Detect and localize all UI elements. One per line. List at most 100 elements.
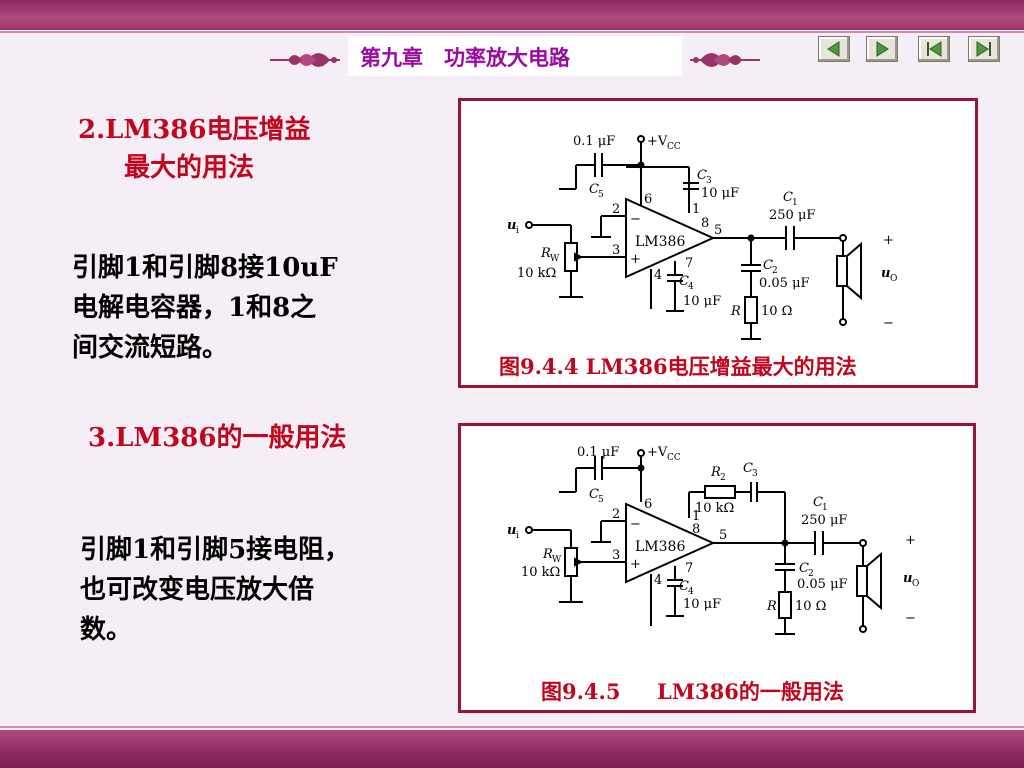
fig1-c1: C xyxy=(783,190,793,205)
fig2-r: R xyxy=(766,599,777,614)
fig2-r2-value: 10 kΩ xyxy=(695,501,734,516)
figure1-caption: 图9.4.4 LM386电压增益最大的用法 xyxy=(499,354,857,379)
fig1-plus: + xyxy=(630,252,641,267)
fig1-pin1: 1 xyxy=(692,202,700,217)
fig1-chip-label: LM386 xyxy=(635,234,685,250)
last-slide-button[interactable] xyxy=(968,36,1000,62)
header-title-box xyxy=(348,36,682,76)
fig1-c4-value: 10 μF xyxy=(683,294,721,309)
fig1-uo: u xyxy=(881,266,890,281)
fig1-out-minus: − xyxy=(883,316,894,331)
fig2-rw-value: 10 kΩ xyxy=(521,565,560,580)
fig2-c2: C xyxy=(799,561,809,576)
first-slide-button[interactable] xyxy=(918,36,950,62)
fig2-pin1: 1 xyxy=(692,509,700,524)
fig2-pin8: 8 xyxy=(692,522,700,537)
fig2-c5-sub: 5 xyxy=(598,495,604,505)
top-divider xyxy=(0,31,1024,33)
fig2-rw-sub: W xyxy=(552,555,562,565)
section1-body-line2: 电解电容器，1和8之 xyxy=(72,293,317,323)
fig1-c3: C xyxy=(697,168,707,183)
skip-to-end-icon xyxy=(976,41,991,57)
fig2-c5-value: 0.1 μF xyxy=(577,445,619,460)
fig1-rw-value: 10 kΩ xyxy=(517,266,556,281)
fig2-pin6: 6 xyxy=(644,497,652,512)
fig2-r2: R xyxy=(710,465,721,480)
fig1-pin3: 3 xyxy=(612,243,620,258)
section2-body-line1: 引脚1和引脚5接电阻， xyxy=(80,535,351,565)
fig1-pin7: 7 xyxy=(685,256,693,271)
figure1-frame: 0.1 μF +V CC C 5 C 3 10 μF C 1 250 μF u … xyxy=(458,98,978,388)
fig2-out-plus: + xyxy=(905,533,916,548)
fig1-c4: C xyxy=(679,274,689,289)
fig2-rw: R xyxy=(542,547,553,562)
fig1-uo-sub: O xyxy=(890,274,897,284)
fig1-pin8: 8 xyxy=(701,216,709,231)
fig1-r: R xyxy=(730,304,741,319)
section2-body-line2: 也可改变电压放大倍 xyxy=(80,575,315,605)
fig1-pin5: 5 xyxy=(714,223,722,238)
figure1-circuit-diagram: 0.1 μF +V CC C 5 C 3 10 μF C 1 250 μF u … xyxy=(507,134,897,340)
fig1-c2-value: 0.05 μF xyxy=(759,276,810,291)
next-slide-button[interactable] xyxy=(866,36,898,62)
fig1-c3-value: 10 μF xyxy=(701,186,739,201)
section1-body-line1: 引脚1和引脚8接10uF xyxy=(72,253,338,283)
fig2-vcc-sub: CC xyxy=(667,453,681,463)
fig1-rw: R xyxy=(540,246,551,261)
fig2-pin5: 5 xyxy=(719,528,727,543)
fig2-c3: C xyxy=(743,461,753,476)
fig1-c5-sub: 5 xyxy=(598,190,604,200)
fig1-vcc-sub: CC xyxy=(667,142,681,152)
fig2-c4-sub: 4 xyxy=(688,587,694,597)
fig2-pin7: 7 xyxy=(685,561,693,576)
fig1-minus: − xyxy=(630,212,641,227)
fig1-rw-sub: W xyxy=(550,254,560,264)
fig2-plus: + xyxy=(630,557,641,572)
fig2-uo: u xyxy=(903,571,912,586)
prev-slide-button[interactable] xyxy=(818,36,850,62)
skip-to-start-icon xyxy=(927,41,942,57)
fig1-vcc: +V xyxy=(647,134,668,149)
top-bar xyxy=(0,0,1024,30)
fig2-vcc: +V xyxy=(647,445,668,460)
fig1-pin2: 2 xyxy=(612,202,620,217)
fig2-c2-sub: 2 xyxy=(808,569,814,579)
figure2-frame: 0.1 μF +V CC C 5 R 2 10 kΩ C 3 C 1 250 μ… xyxy=(458,423,976,713)
fig1-pin6: 6 xyxy=(644,192,652,207)
fig1-pin4: 4 xyxy=(654,268,662,283)
fig2-out-minus: − xyxy=(905,611,916,626)
fig2-ui: u xyxy=(507,523,516,538)
fig1-c2: C xyxy=(763,258,773,273)
bottom-bar xyxy=(0,730,1024,768)
fig1-ui-sub: i xyxy=(516,226,519,236)
fig2-r-value: 10 Ω xyxy=(795,599,826,614)
fig1-c5-value: 0.1 μF xyxy=(573,134,615,149)
chapter-title: 第九章 功率放大电路 xyxy=(360,46,570,70)
figure2-caption: 图9.4.5 LM386的一般用法 xyxy=(541,679,844,704)
section2-body-line3: 数。 xyxy=(80,615,133,645)
fig2-r2-sub: 2 xyxy=(720,473,726,483)
fig1-c1-sub: 1 xyxy=(792,198,798,208)
section1-heading-line1: 2.LM386电压增益 xyxy=(78,115,311,145)
right-ornament-icon xyxy=(690,53,760,67)
section2-heading: 3.LM386的一般用法 xyxy=(88,423,347,453)
fig2-c1-sub: 1 xyxy=(822,503,828,513)
bottom-divider xyxy=(0,726,1024,728)
fig1-ui: u xyxy=(507,218,516,233)
section2-body: 引脚1和引脚5接电阻， 也可改变电压放大倍 数。 xyxy=(80,530,350,650)
fig1-out-plus: + xyxy=(883,233,894,248)
section1-body: 引脚1和引脚8接10uF 电解电容器，1和8之 间交流短路。 xyxy=(72,248,338,368)
fig2-uo-sub: O xyxy=(912,579,919,589)
fig1-c1-value: 250 μF xyxy=(769,208,815,223)
fig1-c4-sub: 4 xyxy=(688,282,694,292)
section1-body-line3: 间交流短路。 xyxy=(72,333,229,363)
fig2-c4-value: 10 μF xyxy=(683,597,721,612)
fig1-c2-sub: 2 xyxy=(772,266,778,276)
fig2-c2-value: 0.05 μF xyxy=(797,577,848,592)
fig1-c5: C xyxy=(589,182,599,197)
right-triangle-icon xyxy=(876,41,889,57)
figure2-circuit-diagram: 0.1 μF +V CC C 5 R 2 10 kΩ C 3 C 1 250 μ… xyxy=(507,445,919,635)
fig2-minus: − xyxy=(630,517,641,532)
fig2-ui-sub: i xyxy=(516,531,519,541)
fig2-pin3: 3 xyxy=(612,548,620,563)
